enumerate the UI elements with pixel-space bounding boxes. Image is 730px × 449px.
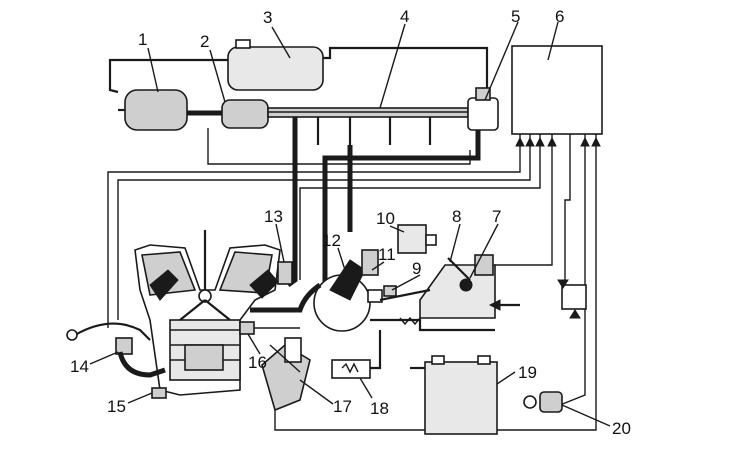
fuel-rail (267, 107, 469, 145)
callout-14: 14 (70, 357, 89, 376)
distributor (261, 337, 311, 412)
leader-lines (89, 21, 611, 427)
fuel-return-line (323, 46, 489, 90)
callout-5: 5 (511, 7, 520, 26)
fuel-pump (118, 89, 188, 131)
callout-3: 3 (263, 8, 272, 27)
callout-20: 20 (612, 419, 631, 438)
callout-labels: 1 2 3 4 5 6 7 8 9 10 11 12 13 14 15 16 1… (70, 7, 631, 438)
fuel-pump-relay (331, 330, 382, 379)
callout-9: 9 (412, 259, 421, 278)
callout-7: 7 (492, 207, 501, 226)
intake-duct (370, 316, 495, 332)
ignition-switch (523, 391, 563, 413)
fuel-tank (227, 39, 324, 91)
air-inlet-arrow (488, 299, 520, 311)
callout-1: 1 (138, 30, 147, 49)
tank-to-pump-line (108, 58, 228, 94)
engine-block (134, 230, 281, 396)
callout-19: 19 (518, 363, 537, 382)
oxygen-sensor (66, 322, 166, 378)
control-relay (557, 279, 587, 319)
coolant-temp-sensor (151, 387, 167, 399)
callout-2: 2 (200, 32, 209, 51)
callout-18: 18 (370, 399, 389, 418)
callout-12: 12 (322, 231, 341, 250)
callout-10: 10 (376, 209, 395, 228)
callout-4: 4 (400, 7, 409, 26)
throttle-switch (379, 285, 431, 302)
battery (410, 355, 498, 435)
fuel-filter (187, 99, 269, 129)
callout-16: 16 (248, 353, 267, 372)
engine-temp-sensor (239, 321, 300, 335)
callout-8: 8 (452, 207, 461, 226)
callout-17: 17 (333, 397, 352, 416)
callout-13: 13 (264, 207, 283, 226)
ecu-box (511, 45, 603, 146)
pressure-regulator (467, 87, 499, 150)
callout-11: 11 (378, 245, 396, 264)
idle-air-regulator (397, 224, 437, 254)
ecu-input-arrows (515, 136, 601, 147)
airflow-meter (419, 254, 496, 319)
cold-start-injector (277, 261, 293, 285)
callout-15: 15 (107, 397, 126, 416)
callout-6: 6 (555, 7, 564, 26)
